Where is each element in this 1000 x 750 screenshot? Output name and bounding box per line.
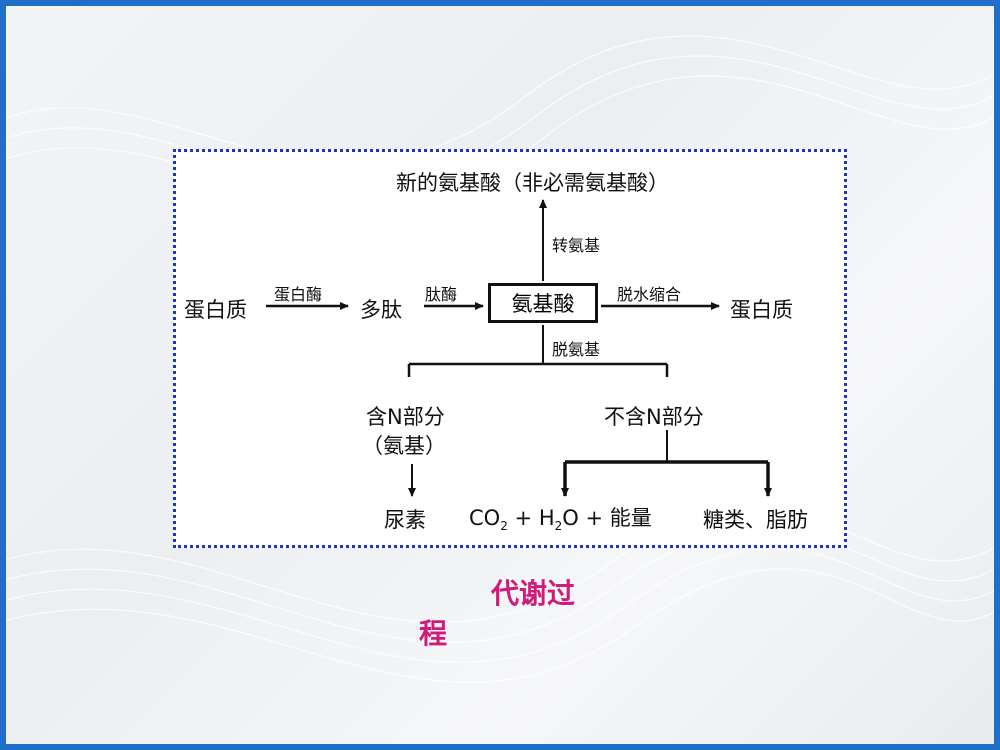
amino-group-label: （氨基） <box>362 434 446 458</box>
polypeptide-label: 多肽 <box>360 298 402 322</box>
energy-text: 能量 <box>609 506 652 530</box>
deamination-label: 脱氨基 <box>552 340 601 359</box>
non-n-part-label: 不含N部分 <box>604 405 704 429</box>
new-amino-acid-label: 新的氨基酸（非必需氨基酸） <box>396 171 669 195</box>
plus-sign: + <box>585 506 604 530</box>
amino-acid-box: 氨基酸 <box>488 283 598 323</box>
h2-subscript: 2 <box>554 519 563 534</box>
urea-label: 尿素 <box>384 508 426 532</box>
caption-line-2: 程 <box>419 617 448 650</box>
metabolism-diagram: 新的氨基酸（非必需氨基酸） 转氨基 蛋白质 蛋白酶 多肽 肽酶 氨基酸 脱水缩合… <box>173 149 847 548</box>
n-part-label: 含N部分 <box>366 405 445 429</box>
protein-left-label: 蛋白质 <box>184 298 247 322</box>
plus-sign: + <box>514 506 533 530</box>
co-text: CO <box>469 506 501 530</box>
background-wave-pattern <box>6 35 994 683</box>
co2-subscript: 2 <box>500 519 508 534</box>
peptidase-label: 肽酶 <box>425 285 458 304</box>
o-text: O <box>562 506 579 530</box>
dehydration-condensation-label: 脱水缩合 <box>617 285 682 304</box>
protein-right-label: 蛋白质 <box>730 298 793 322</box>
diagram-connectors <box>266 199 772 497</box>
caption-line-1: 代谢过 <box>491 577 576 610</box>
h-text: H <box>538 506 555 530</box>
protease-label: 蛋白酶 <box>274 285 323 304</box>
co2-h2o-energy-formula: CO2 + H2O + 能量 <box>469 502 652 533</box>
sugars-fats-label: 糖类、脂肪 <box>703 508 808 532</box>
transamination-label: 转氨基 <box>552 236 601 255</box>
